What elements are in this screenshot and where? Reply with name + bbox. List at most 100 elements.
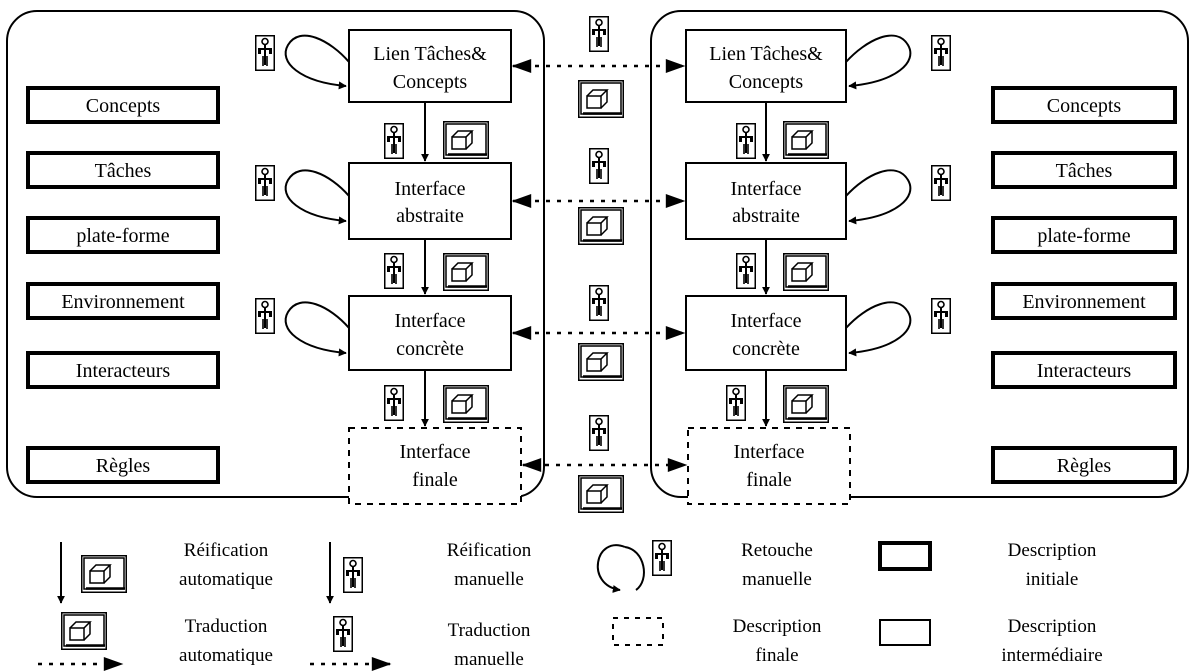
model-label: Concepts [1047,95,1122,117]
left-level-finale: Interface finale [348,427,522,505]
right-model-interacteurs: Interacteurs [991,351,1177,389]
person-icon [931,35,951,71]
cube-icon [81,555,127,593]
legend-desc-initial-2: initiale [1026,569,1079,590]
legend-reif-auto-2: automatique [179,569,273,590]
level-label-line2: finale [412,469,458,491]
left-model-concepts: Concepts [26,86,220,124]
person-icon [726,385,746,421]
right-levels: Lien Tâches& Concepts Interface abstrait… [685,29,851,505]
model-label: Interacteurs [1037,360,1132,382]
left-model-environnement: Environnement [26,282,220,320]
model-label: Règles [96,455,151,477]
loop-arrow-icon [845,34,912,90]
right-level-concrete: Interface concrète [685,295,847,371]
cube-icon [443,121,489,159]
person-icon [931,165,951,201]
level-label-line2: Concepts [729,71,804,93]
right-level-lien: Lien Tâches& Concepts [685,29,847,103]
cube-icon [578,206,624,246]
right-model-plateforme: plate-forme [991,216,1177,254]
cube-icon [443,385,489,423]
cube-icon [578,474,624,514]
person-icon [589,148,609,184]
right-models: Concepts Tâches plate-forme Environnemen… [991,86,1177,484]
legend-trad-auto-2: automatique [179,645,273,666]
left-panel [6,10,545,498]
person-icon [652,540,672,576]
legend: Réification automatique Réification manu… [38,540,1103,671]
right-panel [650,10,1189,498]
model-label: plate-forme [1037,225,1130,247]
left-model-plateforme: plate-forme [26,216,220,254]
left-level-lien: Lien Tâches& Concepts [348,29,512,103]
level-label-line2: Concepts [393,71,468,93]
right-model-taches: Tâches [991,151,1177,189]
person-icon [736,123,756,159]
cube-icon [578,342,624,382]
level-label-line2: concrète [396,338,464,360]
legend-reif-manual-2: manuelle [454,569,524,590]
right-model-concepts: Concepts [991,86,1177,124]
dotted-box-icon [612,617,664,646]
legend-retouch-2: manuelle [742,569,812,590]
person-icon [343,557,363,593]
loop-arrow-icon [284,301,350,357]
legend-trad-auto-1: Traduction [185,616,268,637]
person-icon [589,415,609,451]
model-label: Règles [1057,455,1112,477]
loop-arrow-icon [596,544,626,593]
cube-icon [783,253,829,291]
person-icon [589,285,609,321]
legend-trad-manual-1: Traduction [448,620,531,641]
left-model-interacteurs: Interacteurs [26,351,220,389]
legend-trad-manual-2: manuelle [454,649,524,670]
right-level-finale: Interface finale [687,427,851,505]
left-level-abstraite: Interface abstraite [348,162,512,240]
right-level-abstraite: Interface abstraite [685,162,847,240]
legend-desc-initial-1: Description [1008,540,1097,561]
level-label-line1: Lien Tâches& [709,43,823,65]
level-label-line2: finale [746,469,792,491]
cube-icon [783,121,829,159]
level-label-line1: Interface [733,441,804,463]
cube-icon [61,612,107,650]
person-icon [589,16,609,52]
loop-arrow-icon [845,169,912,225]
legend-desc-final-2: finale [755,645,798,666]
person-icon [931,298,951,334]
legend-desc-inter-1: Description [1008,616,1097,637]
loop-arrow-icon [284,169,350,225]
right-model-environnement: Environnement [991,282,1177,320]
legend-reif-manual-1: Réification [447,540,532,561]
thin-box-icon [879,619,931,646]
left-model-regles: Règles [26,446,220,484]
level-label-line1: Interface [730,310,801,332]
level-label-line2: concrète [732,338,800,360]
level-label-line1: Interface [394,178,465,200]
left-model-taches: Tâches [26,151,220,189]
person-icon [736,253,756,289]
model-label: Tâches [95,160,152,182]
model-label: Environnement [61,291,185,313]
cube-icon [783,385,829,423]
level-label-line1: Interface [394,310,465,332]
model-label: Environnement [1022,291,1146,313]
level-label-line1: Lien Tâches& [373,43,487,65]
right-model-regles: Règles [991,446,1177,484]
legend-retouch-1: Retouche [741,540,813,561]
person-icon [333,616,353,652]
person-icon [384,123,404,159]
level-label-line1: Interface [399,441,470,463]
loop-arrow-icon [845,301,912,357]
person-icon [255,35,275,71]
model-label: Concepts [86,95,161,117]
legend-desc-final-1: Description [733,616,822,637]
model-label: Interacteurs [76,360,171,382]
model-label: Tâches [1056,160,1113,182]
cube-icon [578,79,624,119]
left-level-concrete: Interface concrète [348,295,512,371]
cube-icon [443,253,489,291]
level-label-line2: abstraite [396,205,464,227]
